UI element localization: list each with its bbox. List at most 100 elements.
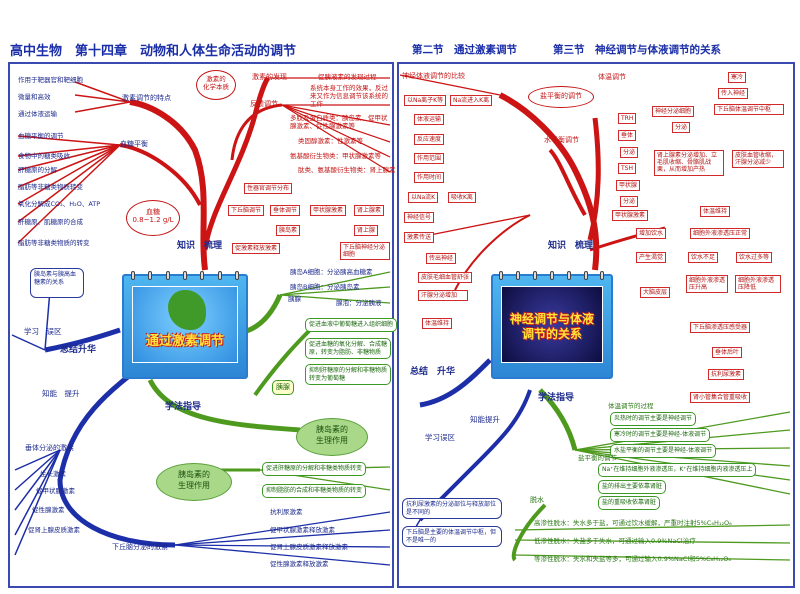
glucagon-item: 抑制脂肪的合成和非糖类物质的转变 xyxy=(262,484,367,498)
flow-box: 促激素释放激素 xyxy=(232,243,281,255)
method-item: 盐平衡的调节 xyxy=(578,454,617,462)
dehydration-item: 低渗性脱水：失盐多于失水，可通过输入0.9%NaCl治疗 xyxy=(534,537,696,545)
left-card-title: 通过激素调节 xyxy=(145,334,224,349)
review-box: 下丘脑是主要的体温调节中枢，但不是唯一的 xyxy=(402,526,502,547)
flow-box: 性器官调节分布 xyxy=(244,183,293,195)
right-hub-ability: 知能提升 xyxy=(470,415,500,424)
left-hub-review: 学习 误区 xyxy=(24,327,62,336)
glucose-item: 血糖平衡的调节 xyxy=(18,132,64,140)
insulin-ellipse: 胰岛素的 生理作用 xyxy=(296,418,368,456)
temp-box: 肾上腺素分泌增加、立毛肌收缩、骨骼肌战栗，从而增加产热 xyxy=(654,150,724,176)
method-item: 水盐平衡的调节主要是神经-体液调节 xyxy=(610,444,717,458)
insulin-effect-box: 促进血液中葡萄糖进入组织细胞 xyxy=(305,318,398,332)
right-hub-method: 学法指导 xyxy=(538,393,575,403)
temp-box: 体温维持 xyxy=(700,206,731,218)
flow-box: 胰岛素 xyxy=(276,225,301,237)
water-box: 抗利尿激素 xyxy=(708,369,745,381)
feature-item: 微量和高效 xyxy=(18,93,51,101)
left-hub-method: 学法指导 xyxy=(165,402,202,412)
efferent-box: 汗腺分泌增加 xyxy=(418,290,468,302)
glucose-item: 食物中的糖类吸收 xyxy=(18,152,70,160)
temp-box: 分泌 xyxy=(620,196,639,208)
temp-box: 甲状腺 xyxy=(616,180,641,192)
pancreas-item: 胰岛A细胞：分泌胰高血糖素 xyxy=(290,268,373,276)
compare-box: 反应速度 xyxy=(414,134,445,146)
method-item: 体温调节的过程 xyxy=(608,402,654,410)
method-item-2: Na⁺在维持细胞外液渗透压，K⁺在维持细胞内液渗透压上 xyxy=(598,463,757,477)
dehydration-item: 等渗性脱水：失水和失盐等多，可通过输入0.9%NaCl和5%C₆H₁₂O₆ xyxy=(534,555,731,563)
salt-balance-ellipse: 盐平衡的调节 xyxy=(528,86,594,108)
temp-box: 传入神经 xyxy=(718,88,749,100)
hypothalamus-item: 促肾上腺皮质激素释放激素 xyxy=(270,543,348,551)
card-rings xyxy=(124,271,246,280)
temp-box: 分泌 xyxy=(672,122,691,134)
insulin-effect-box: 抑制肝糖原的分解和非糖物质转变为葡萄糖 xyxy=(305,364,391,385)
leaf-illustration xyxy=(168,290,206,330)
right-hub-review: 学习误区 xyxy=(425,433,455,442)
water-box: 细胞外液渗透压升高 xyxy=(686,275,728,294)
left-topic-card: 通过激素调节 xyxy=(122,271,248,379)
chem-nature-ellipse: 激素的 化学本质 xyxy=(196,70,236,100)
discovery-item: 系统本身工作的效果，反过来又作为信息调节该系统的工作 xyxy=(310,84,388,109)
pituitary-item: 促甲状腺激素 xyxy=(36,487,75,495)
hypothalamus-item: 抗利尿激素 xyxy=(270,508,303,516)
glucose-node: 血糖平衡 xyxy=(120,140,148,148)
header: 高中生物 第十四章 动物和人体生命活动的调节 第二节 通过激素调节 第三节 神经… xyxy=(0,38,800,60)
water-box: 饮水过多等 xyxy=(736,252,773,264)
compare-box: 以Na流K xyxy=(408,192,439,204)
insulin-effect-box: 促进血糖的氧化分解、合成糖原，转变为脂肪、非糖物质 xyxy=(305,338,391,359)
left-hub-summary: 总结升华 xyxy=(60,345,97,355)
water-box: 下丘脑渗透压感受器 xyxy=(690,322,751,334)
pituitary-item: 促肾上腺皮质激素 xyxy=(28,526,80,534)
features-node: 激素调节的特点 xyxy=(122,94,171,102)
right-hub-summary: 总结 升华 xyxy=(410,367,456,377)
glucose-item: 脂肪等非糖类物质的转变 xyxy=(18,239,90,247)
glucose-ellipse: 血糖 0.8~1.2 g/L xyxy=(126,200,180,236)
discovery-item: 氨基酸衍生物类：甲状腺激素等 xyxy=(290,152,381,160)
water-box: 细胞外液渗透压正常 xyxy=(690,228,751,240)
compare-box: 激素传送 xyxy=(404,232,435,244)
pancreas-item: 腺泡：分泌胰液 xyxy=(336,299,382,307)
discovery-item: 促胰液素的发现过程 xyxy=(318,73,377,81)
flow-box: 下丘脑调节 xyxy=(228,205,265,217)
temp-box: 皮肤血管收缩，汗腺分泌减少 xyxy=(732,150,784,169)
temp-box: 神经分泌细胞 xyxy=(652,106,695,118)
feature-item: 通过体液运输 xyxy=(18,110,57,118)
compare-box: Na流进入K离 xyxy=(450,95,493,107)
pituitary-item: 生长激素 xyxy=(40,470,66,478)
water-box: 肾小管集合管重吸收 xyxy=(690,392,751,404)
glucose-item: 脂肪等非糖类物质转变 xyxy=(18,183,83,191)
temp-box: TSH xyxy=(618,163,636,175)
glucose-item: 肝糖原的分解 xyxy=(18,166,57,174)
left-hub-knowledge: 知识 梳理 xyxy=(177,241,223,251)
efferent-box: 传出神经 xyxy=(426,253,457,265)
temp-box: 垂体 xyxy=(618,130,637,142)
flow-box: 肾上腺 xyxy=(354,225,379,237)
temp-box: 下丘脑体温调节中枢 xyxy=(714,104,784,116)
water-box: 增加饮水 xyxy=(636,228,667,240)
water-box: 产生渴觉 xyxy=(636,252,667,264)
method-item: 寒冷时的调节主要是神经-体液调节 xyxy=(610,428,711,442)
right-panel-frame xyxy=(397,62,795,588)
pancreas-item: 胰岛B细胞：分泌胰岛素 xyxy=(290,283,360,291)
section-title-2: 第二节 通过激素调节 xyxy=(412,44,517,56)
temp-box: 寒冷 xyxy=(728,72,747,84)
temp-title: 体温调节 xyxy=(598,73,626,81)
discovery-node: 激素的发现 xyxy=(252,73,287,81)
flow-box: 下丘脑神经分泌细胞 xyxy=(340,242,390,261)
hypothalamus-item: 促甲状腺激素释放激素 xyxy=(270,526,335,534)
water-box: 细胞外液渗透压降低 xyxy=(735,275,781,294)
hypothalamus-node: 下丘脑分泌的激素 xyxy=(112,543,168,551)
water-box: 垂体后叶 xyxy=(712,347,743,359)
pancreas-label: 胰腺 xyxy=(272,380,294,395)
page-title: 高中生物 第十四章 动物和人体生命活动的调节 xyxy=(10,44,297,59)
section-title-3: 第三节 神经调节与体液调节的关系 xyxy=(553,44,721,56)
dehydration-item: 高渗性脱水：失水多于盐，可通过饮水缓解，严重时注射5%C₆H₁₂O₆ xyxy=(534,519,732,527)
glucose-item: 氧化分解成CO₂、H₂O、ATP xyxy=(18,200,101,208)
water-box: 大脑皮层 xyxy=(640,287,671,299)
right-topic-card: 神经调节与体液调节的关系 xyxy=(491,271,613,379)
temp-box: 甲状腺激素 xyxy=(612,210,649,222)
feedback-node: 反馈调节 xyxy=(250,100,278,108)
